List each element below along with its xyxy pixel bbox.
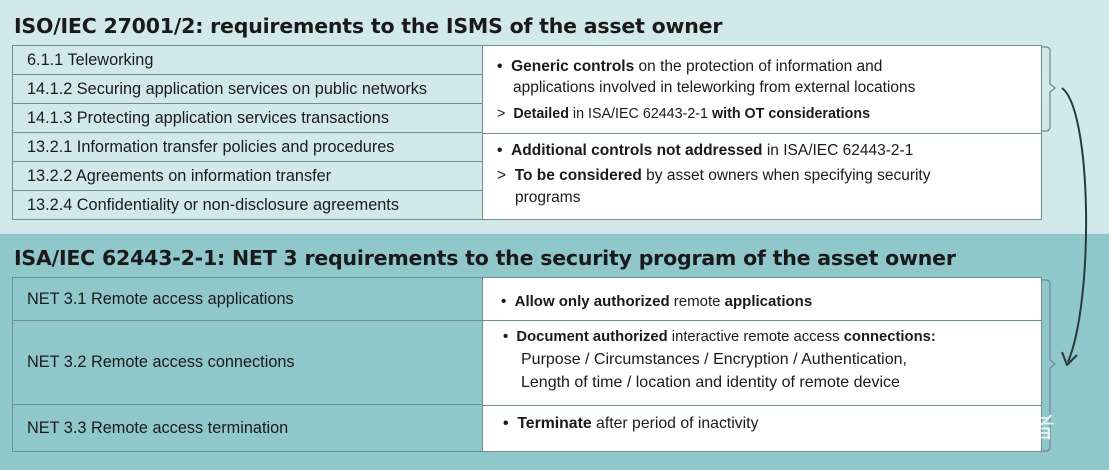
iso-note-transfer: • Additional controls not addressed in I… (482, 134, 1041, 219)
watermark: 知乎 @工业安全守望者 (756, 411, 1056, 444)
brace-lower (1042, 279, 1057, 452)
net3-section: ISA/IEC 62443-2-1: NET 3 requirements to… (0, 234, 1109, 470)
arrow-head-icon (1061, 351, 1078, 366)
arrow-icon: > (497, 167, 507, 184)
bullet-icon: • (497, 142, 503, 159)
note-text-continued: programs (515, 189, 581, 206)
bullet-icon: • (503, 329, 509, 345)
iso-row-2: 14.1.2 Securing application services on … (13, 75, 482, 104)
note-text: in ISA/IEC 62443-2-1 (568, 106, 712, 122)
divider (482, 405, 1041, 406)
note-text: in ISA/IEC 62443-2-1 (762, 142, 914, 159)
iso-row-5: 13.2.2 Agreements on information transfe… (13, 162, 482, 191)
net3-note-termination: • Terminate after period of inactivity (482, 406, 1041, 451)
iso-requirements-table: 6.1.1 Teleworking 14.1.2 Securing applic… (12, 45, 1042, 220)
net3-note-applications: • Allow only authorized remote applicati… (482, 278, 1041, 320)
note-text: after period of inactivity (591, 415, 759, 432)
net3-requirements-table: NET 3.1 Remote access applications NET 3… (12, 277, 1042, 452)
note-line-3: Length of time / location and identity o… (521, 374, 900, 391)
note-bold: To be considered (514, 167, 642, 184)
bullet-icon: • (501, 293, 507, 310)
iso-section: ISO/IEC 27001/2: requirements to the ISM… (0, 0, 1109, 234)
note-bold: applications (724, 293, 813, 310)
note-bold: with OT considerations (711, 106, 871, 122)
note-bold: Document authorized (516, 329, 668, 345)
iso-row-4: 13.2.1 Information transfer policies and… (13, 133, 482, 162)
net3-row-1: NET 3.1 Remote access applications (13, 278, 482, 321)
brace-upper (1042, 46, 1057, 132)
note-text-continued: applications involved in teleworking fro… (513, 79, 916, 96)
note-bold: Additional controls not addressed (511, 142, 763, 159)
note-text: remote (669, 293, 725, 310)
note-bold: connections: (843, 329, 936, 345)
arrow-icon: > (497, 106, 506, 122)
net3-row-2: NET 3.2 Remote access connections (13, 321, 482, 405)
net3-row-3: NET 3.3 Remote access termination (27, 418, 289, 437)
note-bold: Generic controls (511, 58, 635, 75)
iso-row-1: 6.1.1 Teleworking (13, 46, 482, 75)
iso-row-3: 14.1.3 Protecting application services t… (13, 104, 482, 133)
mapping-arrow (1061, 87, 1088, 363)
iso-section-title: ISO/IEC 27001/2: requirements to the ISM… (14, 14, 723, 38)
note-text: on the protection of information and (634, 58, 883, 75)
iso-row-6: 13.2.4 Confidentiality or non-disclosure… (27, 195, 399, 214)
net3-note-connections: • Document authorized interactive remote… (482, 321, 1041, 405)
net3-section-title: ISA/IEC 62443-2-1: NET 3 requirements to… (14, 246, 956, 270)
bullet-icon: • (497, 58, 503, 75)
divider (482, 133, 1041, 134)
iso-note-teleworking: • Generic controls on the protection of … (482, 46, 1041, 133)
note-text: by asset owners when specifying security (641, 167, 931, 184)
divider (482, 320, 1041, 321)
note-bold: Terminate (517, 415, 592, 432)
bullet-icon: • (503, 415, 509, 432)
note-line-2: Purpose / Circumstances / Encryption / A… (521, 351, 907, 368)
note-bold: Allow only authorized (514, 293, 670, 310)
note-bold: Detailed (513, 106, 569, 122)
note-text: interactive remote access (667, 329, 844, 345)
